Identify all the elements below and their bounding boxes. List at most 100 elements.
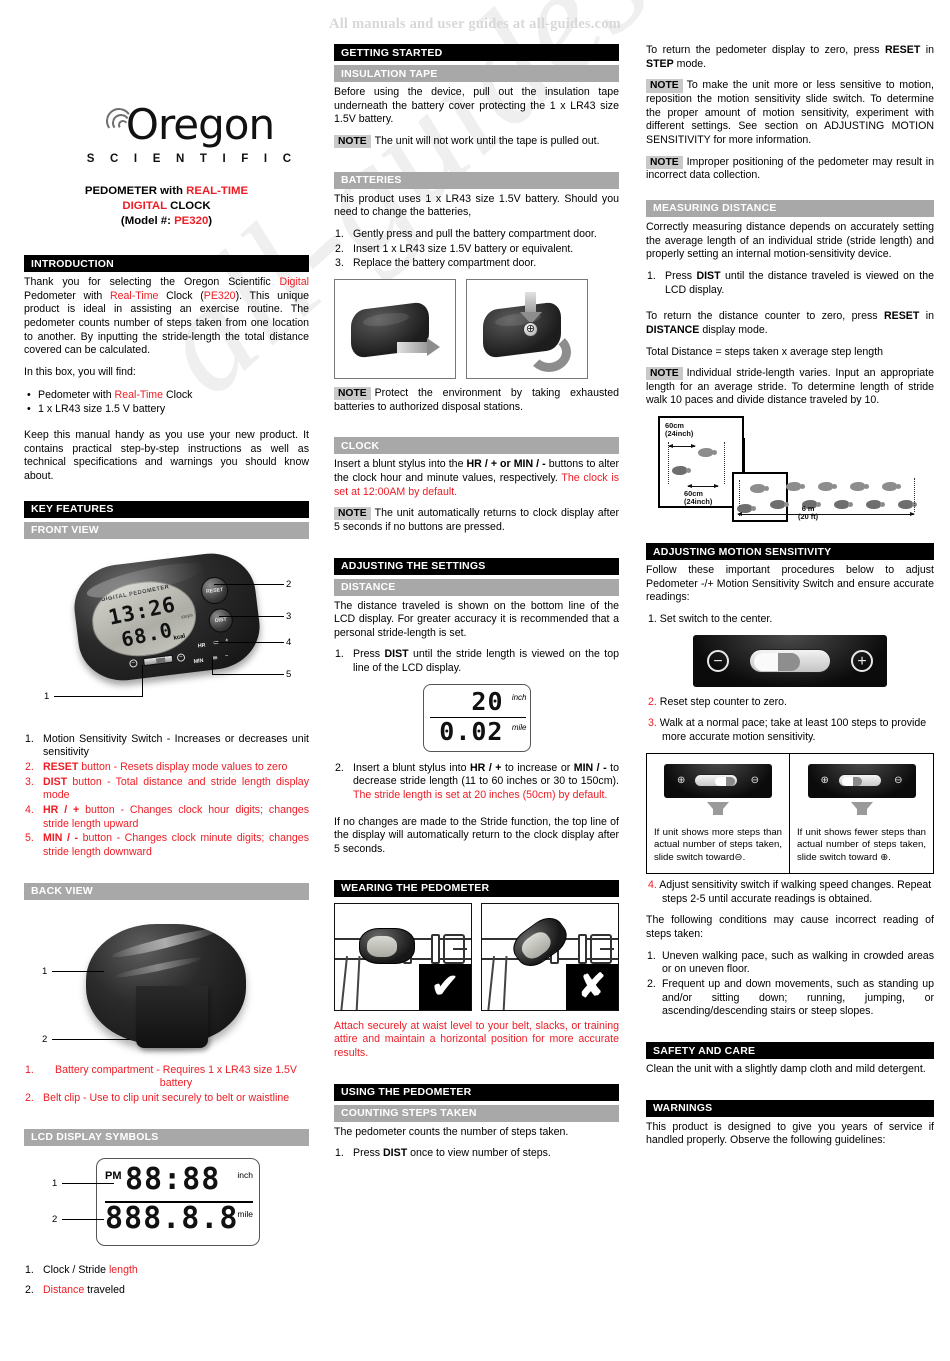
leader-line <box>214 641 284 643</box>
leader-line <box>54 695 142 697</box>
divider <box>105 1200 253 1203</box>
dotted-guide <box>739 480 740 517</box>
pedometer-on-belt-tilted <box>506 910 574 973</box>
dotted-guide <box>724 442 725 485</box>
footprint-toe-icon <box>712 450 717 456</box>
list-item: Replace the battery compartment door. <box>335 257 537 270</box>
down-arrow-icon <box>707 801 729 815</box>
belt-clip <box>136 985 208 1048</box>
footprint-toe-icon <box>751 506 756 512</box>
belt-loop <box>578 933 587 964</box>
callout-2: 2 <box>286 578 292 590</box>
battery-figure-step2: ⊕ <box>466 278 588 379</box>
note-tag: NOTE <box>646 155 683 169</box>
heading-counting-steps: COUNTING STEPS TAKEN <box>334 1104 619 1122</box>
list-item: Frequent up and down movements, such as … <box>647 978 934 1018</box>
plus-circle-icon: ⊕ <box>677 774 686 786</box>
wearing-caption: Attach securely at waist level to your b… <box>334 1019 619 1060</box>
plus-circle-icon: ⊕ <box>820 774 829 786</box>
model-number: PE320 <box>174 215 209 228</box>
sensitivity-intro: Follow these important procedures below … <box>646 564 934 604</box>
leader-line <box>62 1182 114 1184</box>
down-arrow-icon <box>850 801 873 815</box>
column-middle: GETTING STARTED INSULATION TAPE Before u… <box>334 44 619 1169</box>
switch-track[interactable] <box>749 648 831 673</box>
minus-circle-icon: − <box>707 649 729 672</box>
list-item: DIST button - Total distance and stride … <box>25 775 309 802</box>
lcd-steps-unit: steps <box>180 612 194 621</box>
leader-line <box>212 673 284 675</box>
heading-key-features: KEY FEATURES <box>24 500 309 518</box>
battery-steps-list: Gently press and pull the battery compar… <box>334 228 619 271</box>
top-banner-watermark: All manuals and user guides at all-guide… <box>329 16 621 32</box>
motion-sensitivity-slider[interactable] <box>142 654 174 666</box>
intro-paragraph-3: Keep this manual handy as you use your n… <box>24 429 309 483</box>
footprint-icon <box>770 500 785 510</box>
belt-loop <box>431 933 440 964</box>
reset-distance-text: To return the distance counter to zero, … <box>646 310 934 336</box>
distance-steps-list-2: Insert a blunt stylus into HR / + to inc… <box>334 762 619 803</box>
list-item: Gently press and pull the battery compar… <box>335 227 597 241</box>
lcd-symbols-figure: PM 88:88 inch 888.8.8 mile 1 2 <box>24 1152 309 1256</box>
arrow-shaft <box>525 291 536 314</box>
sensitivity-comparison-figure: ⊕ ⊖ If unit shows more steps than actual… <box>646 752 934 875</box>
lcd-kcal-unit: kcal <box>173 633 186 642</box>
footprint-icon <box>737 504 752 514</box>
heading-warnings: WARNINGS <box>646 1099 934 1117</box>
heading-insulation-tape: INSULATION TAPE <box>334 65 619 82</box>
list-item: Insert 1 x LR43 size 1.5V battery or equ… <box>335 242 574 256</box>
hr-label: HR <box>197 642 206 650</box>
dist-button[interactable]: DIST <box>207 606 235 634</box>
reset-button[interactable]: RESET <box>199 575 230 606</box>
sensitivity-step-1: 1. Set switch to the center. <box>648 613 773 626</box>
arrow-shaft <box>397 341 427 353</box>
intro-paragraph-2: In this box, you will find: <box>24 366 136 379</box>
stride-detail-box: 60cm(24inch) 60cm(24inch) <box>658 416 744 509</box>
divider <box>429 716 526 719</box>
list-item: Press DIST until the stride length is vi… <box>335 648 619 675</box>
switch-track[interactable] <box>694 773 738 787</box>
switch-knob[interactable] <box>841 776 862 786</box>
safety-text: Clean the unit with a slightly damp clot… <box>646 1063 926 1076</box>
heading-adjusting-settings: ADJUSTING THE SETTINGS <box>334 557 619 575</box>
distance-label: 6 m(20 ft) <box>798 504 819 522</box>
wearing-incorrect-figure: ✘ <box>481 902 619 1011</box>
footprint-toe-icon <box>816 502 821 508</box>
total-distance-formula: Total Distance = steps taken x average s… <box>646 345 884 358</box>
device-screen <box>367 935 397 957</box>
list-item: MIN / - button - Changes clock minute di… <box>25 832 309 858</box>
battery-replacement-figure: ⊕ <box>334 278 619 379</box>
switch-track[interactable] <box>837 773 882 787</box>
measuring-steps-list: Press DIST until the distance traveled i… <box>646 270 934 297</box>
callout-5: 5 <box>286 668 292 680</box>
switch-knob[interactable] <box>754 652 800 671</box>
lcd-stride-unit: inch <box>511 692 527 702</box>
footprint-icon <box>898 500 913 510</box>
device-lcd-screen: DIGITAL PEDOMETER 13:26 68.0 kcal steps <box>87 575 201 662</box>
wearing-figure: ✔ ✘ <box>334 902 619 1011</box>
lcd-pm-indicator: PM <box>105 1169 122 1182</box>
battery-figure-step1 <box>334 278 456 379</box>
switch-knob[interactable] <box>715 776 735 786</box>
distance-dimension-arrow <box>737 511 915 516</box>
list-item: Press DIST once to view number of steps. <box>335 1147 551 1160</box>
incorrect-reading-conditions: Uneven walking pace, such as walking in … <box>646 950 934 1019</box>
dimension-arrow <box>687 483 719 488</box>
back-callout-2: 2 <box>42 1033 48 1045</box>
min-minus-symbol: – <box>224 652 229 659</box>
footprint-toe-icon <box>686 468 691 474</box>
list-item: Battery compartment - Requires 1 x LR43 … <box>25 1063 297 1090</box>
counting-steps-text: The pedometer counts the number of steps… <box>334 1125 569 1138</box>
footprint-icon <box>786 482 801 492</box>
plus-circle-icon: − <box>176 652 186 662</box>
leader-line <box>212 656 213 675</box>
sensitivity-step-2: 2. Reset step counter to zero. <box>648 695 787 708</box>
footprint-icon <box>866 500 881 510</box>
arrow-head-icon <box>520 311 542 324</box>
lcd-distance-unit: mile <box>511 722 527 732</box>
box-contents-list: Pedometer with Real-Time Clock 1 x LR43 … <box>24 388 309 417</box>
belt-buckle <box>590 933 614 964</box>
counting-steps-list: Press DIST once to view number of steps. <box>334 1147 619 1161</box>
